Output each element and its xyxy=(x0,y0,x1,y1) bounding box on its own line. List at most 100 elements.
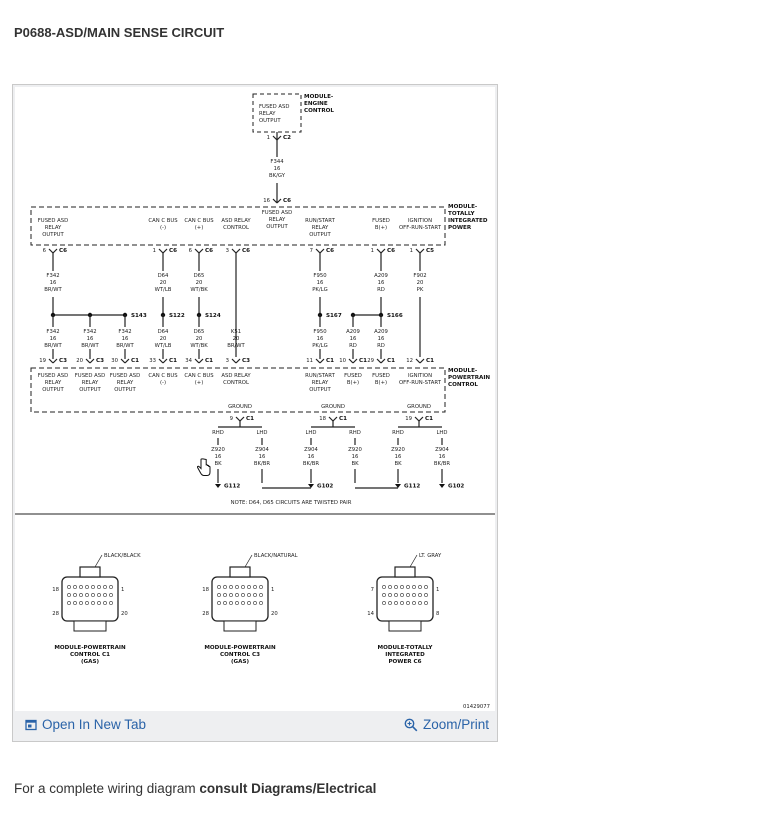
open-in-new-tab-link[interactable]: Open In New Tab xyxy=(25,717,146,732)
pin-number: 18 xyxy=(319,416,326,422)
footer-text-plain: For a complete wiring diagram xyxy=(14,781,200,796)
pcm2-block-name: POWERTRAIN xyxy=(448,375,490,381)
connector-pin-hole xyxy=(103,585,107,589)
splice-s124: S124 xyxy=(205,313,221,319)
pin-number: 19 xyxy=(39,358,46,364)
connector-pin-hole xyxy=(217,601,221,605)
hand-drive-label: RHD xyxy=(212,430,224,436)
lower-wire-label: F950 xyxy=(313,329,327,335)
pcm2-label: IGNITION xyxy=(408,373,432,379)
connector-pin-hole xyxy=(259,593,263,597)
connector-pin-label: 14 xyxy=(367,611,374,617)
lower-wire-label: A209 xyxy=(374,329,388,335)
ground-wire-label: 16 xyxy=(352,454,359,460)
ground-wire-label: BK xyxy=(351,461,359,467)
tipm-label: CAN C BUS xyxy=(148,218,178,224)
pcm2-label: FUSED ASD xyxy=(38,373,68,379)
connector-pin-hole xyxy=(418,585,422,589)
connector-pin-hole xyxy=(103,593,107,597)
upper-wire-label: 16 xyxy=(50,280,57,286)
pin-fork xyxy=(348,358,354,364)
connector-body xyxy=(211,576,269,622)
connector-pin-hole xyxy=(394,601,398,605)
connector-pin-hole xyxy=(418,593,422,597)
ground-symbol xyxy=(308,484,314,488)
tipm-block-box xyxy=(30,206,446,246)
pin-fork xyxy=(48,248,54,254)
pin-fork xyxy=(319,248,325,254)
connector-callout xyxy=(94,554,103,568)
connector-pin-hole xyxy=(382,593,386,597)
pin-fork xyxy=(415,248,421,254)
ground-label: G112 xyxy=(404,484,420,490)
wiring-diagram-svg: FUSED ASDRELAYOUTPUTMODULE-ENGINECONTROL… xyxy=(15,93,495,710)
pcm-lower-pin: C1 xyxy=(169,358,177,364)
connector-pin-hole xyxy=(91,593,95,597)
connector-pin-hole xyxy=(241,593,245,597)
pcm2-label: (-) xyxy=(160,380,166,386)
ground-label: G102 xyxy=(317,484,333,490)
connector-pin-hole xyxy=(418,601,422,605)
tipm-pin: C6 xyxy=(387,248,395,254)
lower-wire-label: 16 xyxy=(350,336,357,342)
connector-name: POWER C6 xyxy=(388,659,421,665)
pin-fork xyxy=(124,358,130,364)
tipm-label: (+) xyxy=(195,225,204,231)
lower-wire-label: K51 xyxy=(231,329,241,335)
tipm-label: FUSED xyxy=(372,218,390,224)
connector-pin-hole xyxy=(394,585,398,589)
pin-number: 34 xyxy=(185,358,192,364)
tipm-pin: C6 xyxy=(205,248,213,254)
ground-text: GROUND xyxy=(228,404,252,410)
connector-pin-hole xyxy=(79,593,83,597)
connector-name: (GAS) xyxy=(231,659,250,665)
connector-pin-hole xyxy=(388,601,392,605)
tipm-label: B(+) xyxy=(375,225,387,231)
connector-pin-hole xyxy=(109,601,113,605)
pcm2-label: FUSED ASD xyxy=(75,373,105,379)
connector-pin-label: 1 xyxy=(271,587,274,593)
connector-name: CONTROL C1 xyxy=(70,652,110,658)
pin-number: 30 xyxy=(111,358,118,364)
connector-pin-hole xyxy=(97,601,101,605)
connector-pin-hole xyxy=(97,585,101,589)
splice-s167: S167 xyxy=(326,313,342,319)
pin-fork xyxy=(239,416,245,422)
ground-pin: C1 xyxy=(425,416,433,422)
hand-cursor-icon xyxy=(196,458,212,483)
connector-pin-hole xyxy=(235,601,239,605)
connector-pin-hole xyxy=(424,585,428,589)
connector-pin-hole xyxy=(73,585,77,589)
connector-pin-label: 20 xyxy=(121,611,128,617)
pin-fork xyxy=(380,248,386,254)
lower-wire-label: RD xyxy=(377,343,385,349)
upper-wire-label: 16 xyxy=(317,280,324,286)
lower-wire-label: A209 xyxy=(346,329,360,335)
upper-wire-label: F342 xyxy=(46,273,59,279)
open-new-tab-icon xyxy=(25,719,37,731)
connector-callout xyxy=(409,554,418,568)
connector-name: INTEGRATED xyxy=(385,652,425,658)
pin-fork xyxy=(231,248,237,254)
connector-pin-label: 18 xyxy=(202,587,209,593)
lower-wire-label: 16 xyxy=(317,336,324,342)
pcm2-label: FUSED xyxy=(372,373,390,379)
pin-number: 12 xyxy=(406,358,413,364)
pcm2-label: OUTPUT xyxy=(42,387,64,393)
zoom-print-link[interactable]: Zoom/Print xyxy=(404,717,489,732)
tipm-label: CONTROL xyxy=(223,225,249,231)
pin-fork xyxy=(376,248,382,254)
connector-pin-hole xyxy=(400,593,404,597)
connector-pin-hole xyxy=(412,585,416,589)
connector-pin-hole xyxy=(223,601,227,605)
hand-drive-label: RHD xyxy=(349,430,361,436)
connector-pin-hole xyxy=(247,585,251,589)
pin-fork xyxy=(52,248,58,254)
upper-wire-label: 20 xyxy=(417,280,424,286)
tipm-pin-top: C6 xyxy=(283,198,291,204)
connector-name: (GAS) xyxy=(81,659,100,665)
pcm2-label: CAN C BUS xyxy=(184,373,214,379)
connector-base xyxy=(388,620,422,632)
